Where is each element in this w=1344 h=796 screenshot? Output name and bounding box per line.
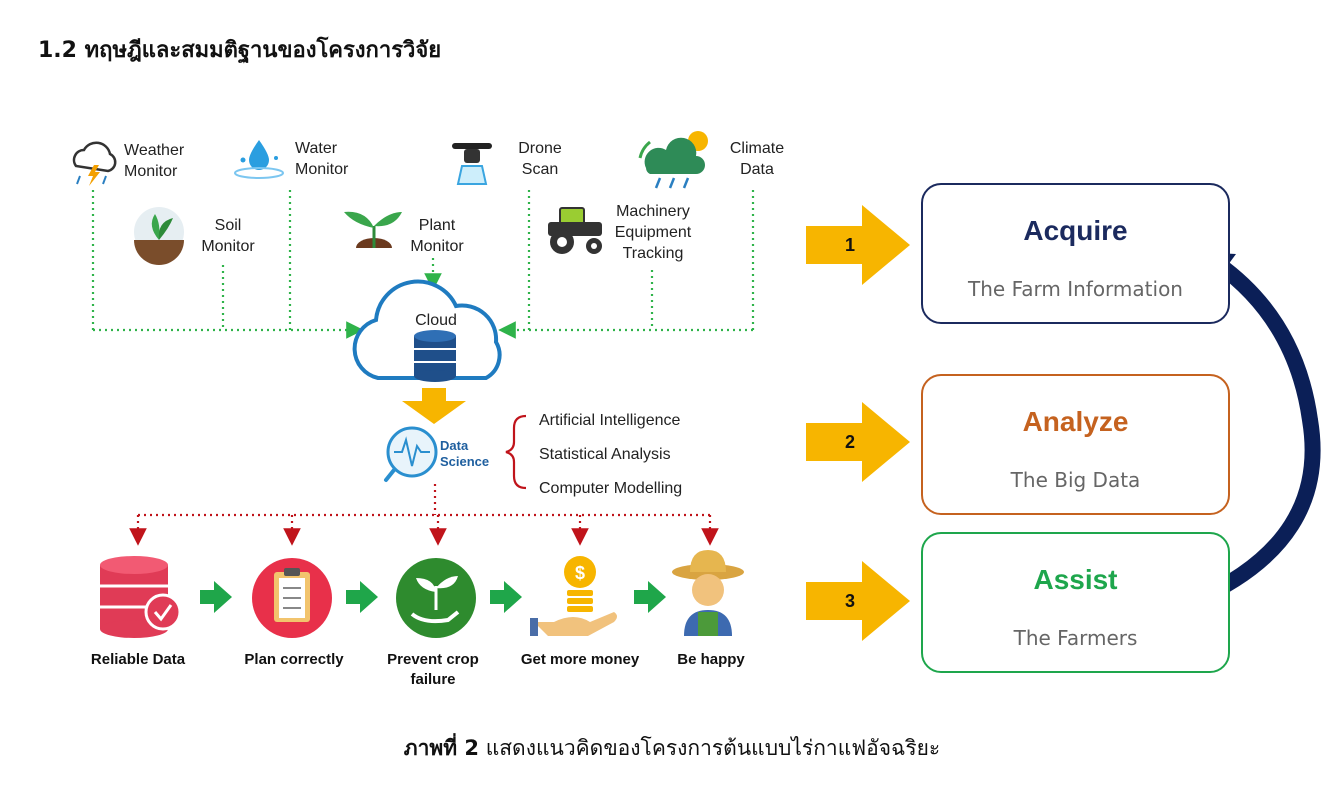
analyze-title: Analyze — [1022, 406, 1129, 437]
flow-arrows — [200, 581, 666, 613]
assist-subtitle: The Farmers — [1013, 626, 1138, 650]
outcome-reliable-data: Reliable Data — [90, 651, 186, 668]
outcome-connectors — [129, 484, 719, 546]
water-drop-icon — [234, 140, 284, 179]
analyze-box: Analyze The Big Data — [921, 374, 1230, 515]
acquire-title: Acquire — [1023, 215, 1128, 246]
cloud-icon — [352, 279, 502, 382]
caption-text: แสดงแนวคิดของโครงการต้นแบบไร่กาแฟอัจฉริย… — [485, 736, 941, 760]
analyze-subtitle: The Big Data — [1010, 468, 1141, 492]
tractor-icon — [548, 207, 602, 254]
drone-scan-label: Drone Scan — [518, 140, 562, 178]
climate-data-label: Climate Data — [729, 140, 785, 178]
plant-monitor-label: Plant Monitor — [410, 217, 464, 255]
acquire-subtitle: The Farm Information — [968, 277, 1183, 301]
step-number-2: 2 — [845, 432, 856, 452]
money-icon: $ — [530, 556, 617, 636]
farmer-icon — [672, 550, 744, 636]
method-statistics: Statistical Analysis — [539, 446, 671, 463]
outcome-be-happy: Be happy — [677, 651, 745, 668]
plant-icon — [344, 211, 402, 248]
soil-icon — [134, 207, 184, 265]
method-modelling: Computer Modelling — [539, 480, 683, 497]
outcome-get-more-money: Get more money — [520, 651, 640, 668]
data-science-icon — [384, 426, 438, 482]
section-heading: 1.2 ทฤษฎีและสมมติฐานของโครงการวิจัย — [38, 38, 442, 63]
weather-icon — [72, 141, 117, 186]
caption-label: ภาพที่ 2 — [403, 736, 480, 760]
prevent-icon — [396, 558, 476, 638]
acquire-box: Acquire The Farm Information — [921, 183, 1230, 324]
cloud-label: Cloud — [415, 312, 457, 329]
methods-brace — [505, 414, 527, 490]
svg-text:$: $ — [575, 563, 585, 583]
soil-monitor-label: Soil Monitor — [201, 217, 255, 255]
step-number-1: 1 — [845, 235, 856, 255]
method-ai: Artificial Intelligence — [539, 412, 681, 429]
water-monitor-label: Water Monitor — [295, 140, 349, 178]
plan-icon — [252, 558, 332, 638]
assist-box: Assist The Farmers — [921, 532, 1230, 673]
climate-icon — [638, 131, 708, 189]
reliable-data-icon — [100, 556, 182, 638]
outcome-prevent-crop-failure: Prevent crop failure — [387, 651, 479, 688]
step-arrows — [806, 205, 910, 641]
assist-title: Assist — [1033, 564, 1118, 595]
figure-caption: ภาพที่ 2 แสดงแนวคิดของโครงการต้นแบบไร่กา… — [0, 732, 1344, 765]
drone-icon — [452, 143, 492, 185]
weather-monitor-label: Weather Monitor — [124, 142, 185, 180]
data-science-label: Data Science — [440, 438, 490, 469]
database-icon — [414, 330, 456, 382]
machinery-tracking-label: Machinery Equipment Tracking — [614, 203, 692, 262]
source-connectors — [91, 190, 755, 339]
step-number-3: 3 — [845, 591, 856, 611]
down-arrow-icon — [402, 388, 466, 424]
outcome-plan-correctly: Plan correctly — [244, 651, 344, 668]
